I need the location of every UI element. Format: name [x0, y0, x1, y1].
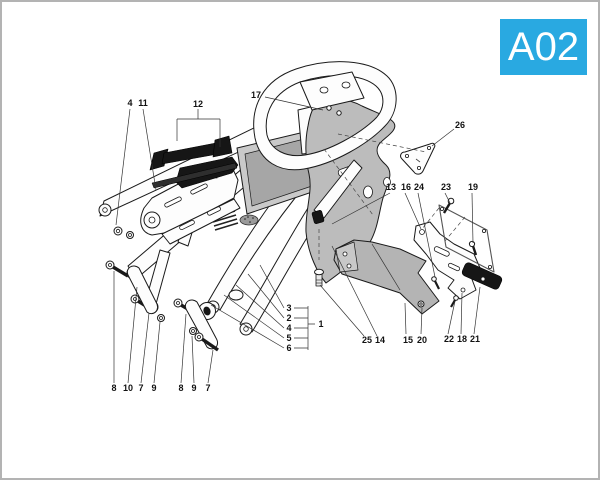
callout-9: 9 — [151, 383, 156, 393]
callout-12: 12 — [193, 99, 203, 109]
rubber-bumper — [311, 210, 325, 224]
callout-11: 11 — [138, 98, 148, 108]
callout-10: 10 — [123, 383, 133, 393]
callout-25: 25 — [362, 335, 372, 345]
callout-1: 1 — [318, 319, 323, 329]
callout-18: 18 — [457, 334, 467, 344]
callout-7: 7 — [138, 383, 143, 393]
link-plate — [126, 265, 159, 315]
callout-9: 9 — [191, 383, 196, 393]
seat-loop — [253, 61, 397, 171]
callout-4: 4 — [127, 98, 132, 108]
left-fasteners — [105, 226, 219, 352]
callout-20: 20 — [417, 335, 427, 345]
callout-8: 8 — [111, 383, 116, 393]
callout-3: 3 — [286, 303, 291, 313]
tail-panel — [305, 98, 396, 284]
callout-17: 17 — [251, 90, 261, 100]
license-plate — [438, 204, 495, 273]
link-plate — [184, 299, 219, 350]
rear-down-tube — [311, 159, 363, 224]
callout-23: 23 — [441, 182, 451, 192]
callout-16: 16 — [401, 182, 411, 192]
callout-5: 5 — [286, 333, 291, 343]
grab-rail — [149, 135, 239, 189]
callout-19: 19 — [468, 182, 478, 192]
undertail-guard — [333, 239, 440, 315]
callout-7: 7 — [205, 383, 210, 393]
callout-8: 8 — [178, 383, 183, 393]
speckle-pad — [239, 214, 259, 226]
loop-cross-plate — [299, 71, 365, 111]
page-code-badge: A02 — [500, 19, 587, 75]
callout-24: 24 — [414, 182, 424, 192]
callout-15: 15 — [403, 335, 413, 345]
callout-6: 6 — [286, 343, 291, 353]
callout-26: 26 — [455, 120, 465, 130]
loop-bolt — [336, 110, 342, 116]
loop-bolt — [326, 105, 332, 111]
right-fasteners — [314, 197, 459, 308]
triangle-bracket — [400, 142, 436, 175]
rubber-pad — [461, 262, 503, 290]
callout-22: 22 — [444, 334, 454, 344]
bushing — [228, 289, 244, 301]
callout-14: 14 — [375, 335, 385, 345]
callout-4: 4 — [286, 323, 291, 333]
callout-2: 2 — [286, 313, 291, 323]
callout-13: 13 — [386, 182, 396, 192]
leader-lines — [113, 96, 481, 384]
callout-21: 21 — [470, 334, 480, 344]
